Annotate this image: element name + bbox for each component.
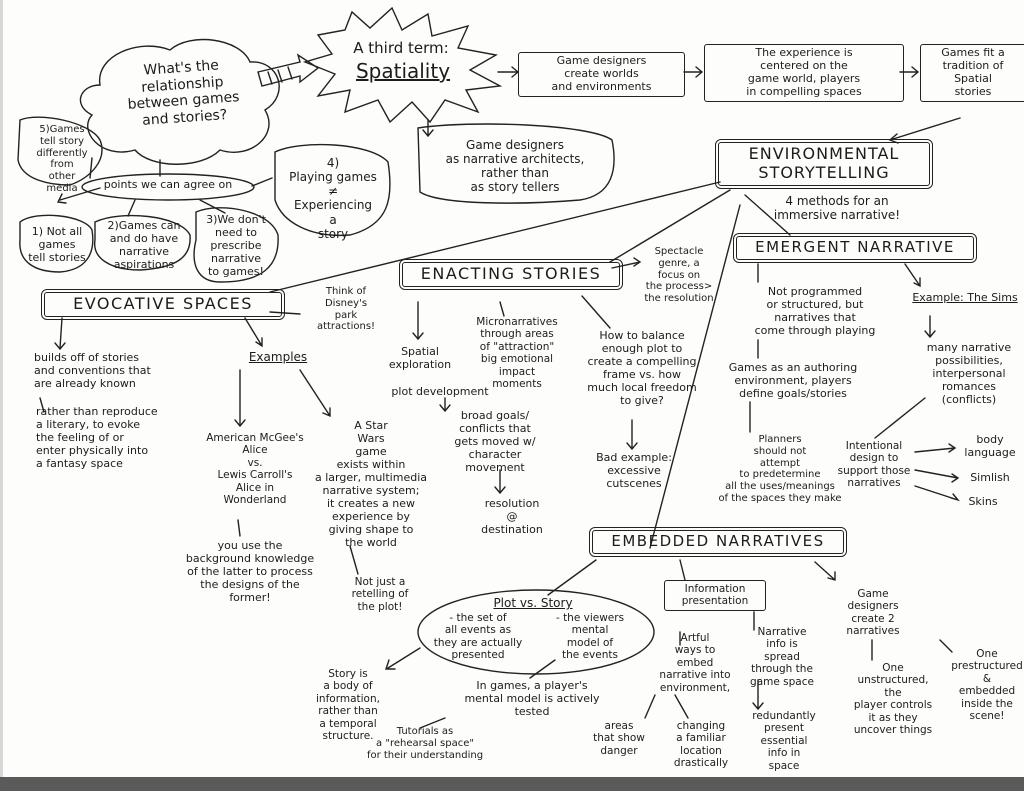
playing-not-experiencing-node: 4) Playing games ≠ Experiencing a story xyxy=(289,156,377,241)
alice-comparison: American McGee's Alice vs. Lewis Carroll… xyxy=(206,432,304,506)
dont-prescribe-node: 3)We don't need to prescribe narrative t… xyxy=(206,213,266,278)
skins-item: Skins xyxy=(968,495,998,508)
spatiality-term: Spatiality xyxy=(355,59,451,83)
points-we-agree-on: points we can agree on xyxy=(103,178,233,191)
information-presentation-node: Information presentation xyxy=(664,580,766,611)
scanner-bottom-edge xyxy=(0,777,1024,791)
rather-than-reproduce: rather than reproduce a literary, to evo… xyxy=(36,405,158,470)
page-edge-shadow xyxy=(0,0,3,791)
embedded-narratives-heading: EMBEDDED NARRATIVES xyxy=(589,527,847,557)
third-term-label: A third term: xyxy=(353,39,449,57)
narrative-info-spread: Narrative info is spread through the gam… xyxy=(750,626,814,688)
micronarratives-node: Micronarratives through areas of "attrac… xyxy=(476,316,558,390)
mental-model-tested: In games, a player's mental model is act… xyxy=(464,679,600,718)
disney-note: Think of Disney's park attractions! xyxy=(316,286,376,333)
games-tell-story-differently: 5)Games tell story differently from othe… xyxy=(36,124,88,194)
unstructured-narrative: One unstructured, the player controls it… xyxy=(853,662,933,736)
two-narratives-node: Game designers create 2 narratives xyxy=(846,588,900,638)
points-ellipse xyxy=(81,173,255,201)
hatched-arrow xyxy=(257,53,320,87)
tutorials-rehearsal-space: Tutorials as a "rehearsal space" for the… xyxy=(366,726,484,761)
spectacle-genre-note: Spectacle genre, a focus on the process>… xyxy=(644,246,714,305)
changing-familiar-location: changing a familiar location drastically xyxy=(673,720,729,770)
artful-ways-node: Artful ways to embed narrative into envi… xyxy=(659,632,731,694)
four-methods-note: 4 methods for an immersive narrative! xyxy=(773,194,901,223)
enacting-stories-heading: ENACTING STORIES xyxy=(399,259,623,290)
broad-goals-node: broad goals/ conflicts that gets moved w… xyxy=(454,409,536,474)
question-cloud-outline xyxy=(79,38,280,165)
bad-example-cutscenes: Bad example: excessive cutscenes xyxy=(596,451,672,490)
create-worlds-node: Game designers create worlds and environ… xyxy=(518,52,685,97)
environmental-storytelling-node: ENVIRONMENTAL STORYTELLING xyxy=(715,139,933,189)
not-programmed-node: Not programmed or structured, but narrat… xyxy=(754,285,876,337)
evocative-spaces-heading: EVOCATIVE SPACES xyxy=(41,289,285,320)
star-wars-node: A Star Wars game exists within a larger,… xyxy=(314,419,427,549)
sims-example-label: Example: The Sims xyxy=(912,291,1018,304)
areas-show-danger: areas that show danger xyxy=(593,720,645,757)
emergent-narrative-heading: EMERGENT NARRATIVE xyxy=(733,233,977,263)
background-knowledge-note: you use the background knowledge of the … xyxy=(185,539,315,604)
story-body-of-information: Story is a body of information, rather t… xyxy=(316,668,380,742)
examples-label: Examples xyxy=(248,350,308,364)
builds-off-stories: builds off of stories and conventions th… xyxy=(34,351,151,390)
plot-definition: - the set of all events as they are actu… xyxy=(433,612,523,662)
plot-development-node: plot development xyxy=(391,385,489,398)
many-possibilities-node: many narrative possibilities, interperso… xyxy=(926,341,1012,406)
plot-vs-story-label: Plot vs. Story xyxy=(493,596,573,610)
narrative-architects-node: Game designers as narrative architects, … xyxy=(445,138,585,195)
simlish-item: Simlish xyxy=(970,471,1010,484)
not-all-games-node: 1) Not all games tell stories xyxy=(28,225,86,264)
starburst-outline xyxy=(302,6,503,124)
body-language-item: body language xyxy=(964,433,1016,459)
spatial-tradition-node: Games fit a tradition of Spatial stories xyxy=(920,44,1024,102)
balance-question-node: How to balance enough plot to create a c… xyxy=(587,329,697,407)
intentional-design-node: Intentional design to support those narr… xyxy=(837,440,911,490)
authoring-environment-node: Games as an authoring environment, playe… xyxy=(728,361,858,400)
not-just-retelling-note: Not just a retelling of the plot! xyxy=(351,576,409,613)
planners-note: Planners should not attempt to predeterm… xyxy=(718,434,842,504)
central-question: What's the relationship between games an… xyxy=(127,57,240,129)
resolution-destination-node: resolution @ destination xyxy=(481,497,543,536)
prestructured-narrative: One prestructured & embedded inside the … xyxy=(951,648,1023,722)
redundantly-present-info: redundantly present essential info in sp… xyxy=(752,710,816,772)
story-definition: - the viewers mental model of the events xyxy=(555,612,625,662)
experience-node: The experience is centered on the game w… xyxy=(704,44,904,102)
narrative-aspirations-node: 2)Games can and do have narrative aspira… xyxy=(107,219,181,271)
spatial-exploration-node: Spatial exploration xyxy=(388,345,452,371)
